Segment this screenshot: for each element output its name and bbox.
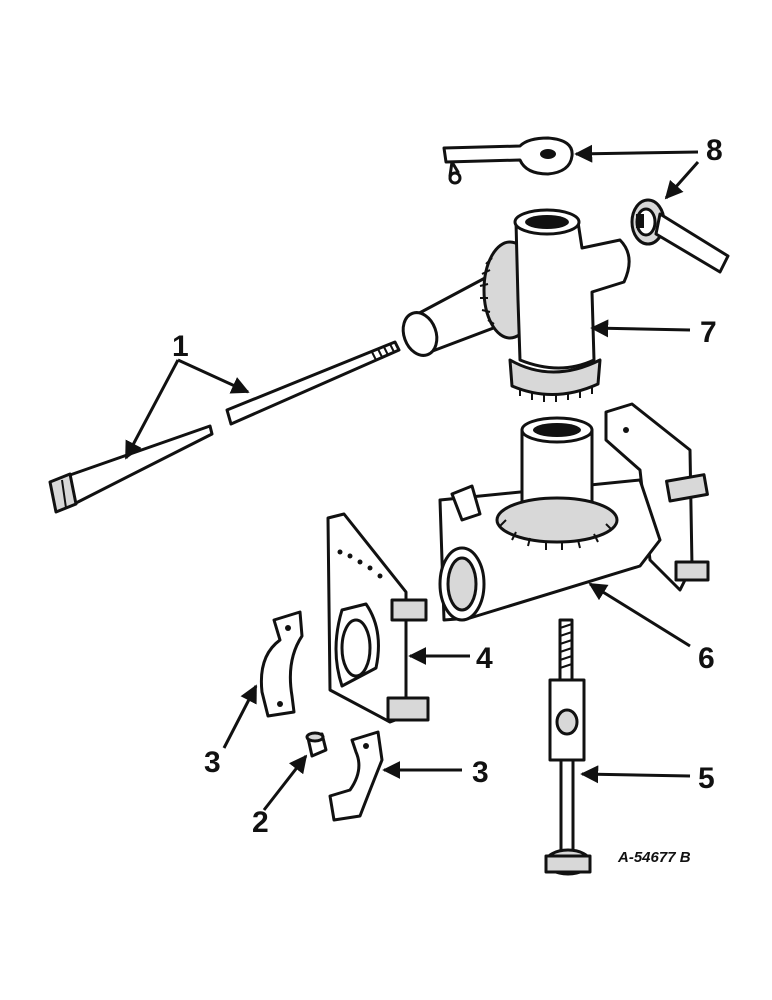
threaded-rod (225, 340, 401, 426)
leader-7 (590, 319, 691, 338)
part-3-clamp-lower (328, 730, 384, 822)
leader-1a (177, 358, 250, 394)
leader-3a (222, 684, 258, 749)
callouts: 1 2 3 3 4 5 6 7 8 (172, 134, 723, 839)
callout-2: 2 (252, 806, 269, 839)
long-bolt (48, 424, 214, 514)
part-7-upper-housing (401, 208, 631, 402)
part-5-adjusting-screw (544, 618, 592, 876)
part-8-levers (442, 136, 730, 274)
part-1-rods (48, 340, 401, 514)
callout-3-lower: 3 (472, 756, 489, 789)
callout-1: 1 (172, 330, 189, 363)
leader-2 (262, 754, 308, 811)
callout-6: 6 (698, 642, 715, 675)
leader-lines (124, 144, 700, 811)
part-6-lower-housing (438, 402, 710, 622)
leader-5 (580, 765, 691, 784)
callout-8: 8 (706, 134, 723, 167)
part-4-bracket-plate (326, 512, 430, 724)
leader-6 (588, 582, 691, 648)
callout-4: 4 (476, 642, 493, 675)
leader-1b (124, 359, 180, 460)
callout-5: 5 (698, 762, 715, 795)
upper-lever (442, 136, 574, 185)
leader-8b (664, 161, 700, 200)
leader-8a (574, 144, 699, 163)
reference-code: A-54677 B (617, 849, 691, 866)
callout-7: 7 (700, 316, 717, 349)
part-3-clamp-upper (259, 610, 304, 718)
side-lever (630, 198, 730, 274)
part-2-bushing (305, 731, 328, 758)
callout-3-upper: 3 (204, 746, 221, 779)
